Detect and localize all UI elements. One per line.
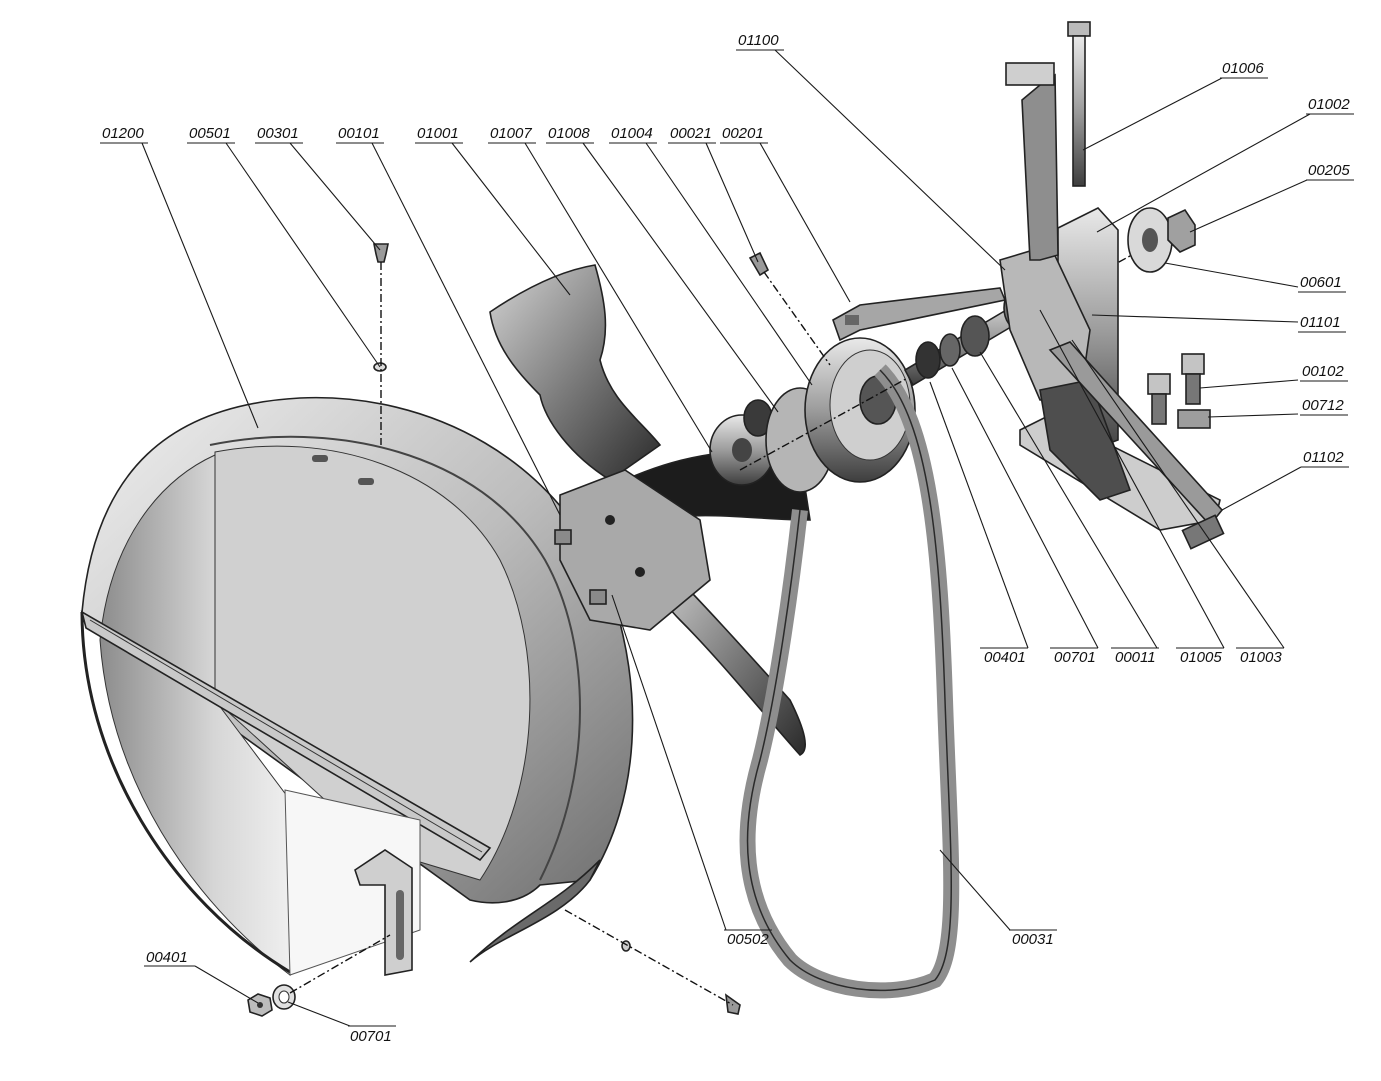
nut-00205 [1167,208,1196,253]
label-00031: 00031 [1012,931,1054,948]
bolt-01006 [1067,21,1091,187]
crossbar-edge [89,619,483,853]
label-00501: 00501 [189,125,231,142]
label-00102: 00102 [1302,363,1344,380]
v-belt-00031 [739,364,960,999]
bearing-00011 [960,315,990,357]
housing-skirt [469,859,601,963]
link-foot [1181,514,1225,550]
label-01102: 01102 [1303,449,1344,466]
screw-00301 [373,243,389,263]
label-00701-mid: 00701 [1054,649,1096,666]
label-01005: 01005 [1180,649,1222,666]
label-01007: 01007 [490,125,532,142]
housing-slot-1 [312,455,328,462]
label-01003: 01003 [1240,649,1282,666]
bolt-00102 [1147,353,1205,425]
label-01001: 01001 [417,125,459,142]
housing-inner-face [214,445,531,881]
hub-bolts [554,515,645,605]
grease-nipple-00021 [748,251,770,277]
label-01004: 01004 [611,125,653,142]
housing-01200 [80,396,634,977]
blade-upper [489,264,662,481]
nipple-axis [763,271,831,366]
label-00401-mid: 00401 [984,649,1026,666]
label-01100: 01100 [738,32,779,49]
belt-edge [746,369,952,992]
label-00701-bottom: 00701 [350,1028,392,1045]
label-00205: 00205 [1308,162,1350,179]
bearing-00401 [915,341,941,379]
label-01101: 01101 [1300,314,1341,331]
label-00301: 00301 [257,125,299,142]
label-01002: 01002 [1308,96,1350,113]
part-labels: 01200 00501 00301 00101 01001 01007 0100… [100,32,1354,1045]
washer-00601 [1127,207,1173,273]
label-00601: 00601 [1300,274,1342,291]
bottom-bolt-axis [289,934,391,994]
washer-00701-bottom [272,984,296,1010]
label-00021: 00021 [670,125,712,142]
label-00502: 00502 [727,931,769,948]
lower-screw-axis [564,909,734,1006]
housing-rim-band [209,435,581,881]
vertical-rod [1021,73,1059,261]
leader-lines [141,49,1311,1027]
bracket-slot [396,890,404,960]
nut-00401-bottom [247,993,273,1017]
label-00712: 00712 [1302,397,1344,414]
rod-top-tab [1005,62,1055,86]
washer-00701 [939,333,961,367]
mount-bracket [354,849,413,976]
label-01006: 01006 [1222,60,1264,77]
label-00101: 00101 [338,125,380,142]
bracket-assembly-01100 [999,62,1225,550]
label-00401-bottom: 00401 [146,949,188,966]
clamp-00712 [1177,409,1211,429]
label-00011: 00011 [1115,649,1156,666]
label-01008: 01008 [548,125,590,142]
housing-slot-2 [358,478,374,485]
label-01200: 01200 [102,125,144,142]
label-00201: 00201 [722,125,764,142]
housing-front-rim [80,611,291,974]
